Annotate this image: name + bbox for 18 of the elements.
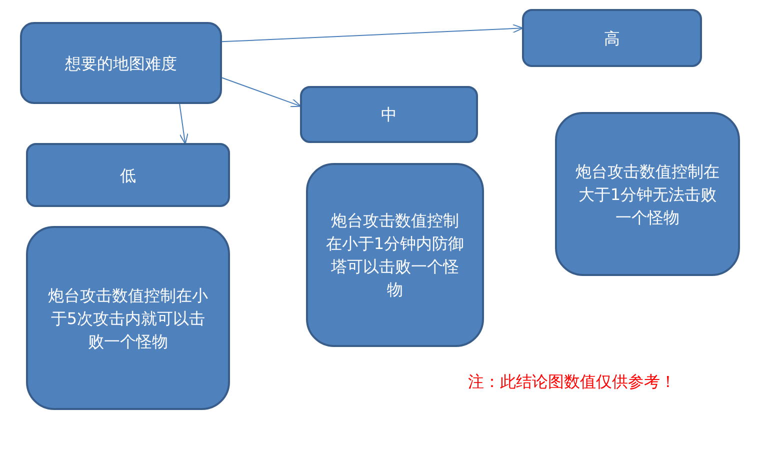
node-text: 炮台攻击数值控制在大于1分钟无法击败一个怪物 bbox=[575, 160, 720, 228]
process-box bbox=[306, 163, 484, 347]
node-text: 低 bbox=[120, 164, 136, 186]
process-box bbox=[555, 112, 740, 276]
process-box bbox=[522, 9, 702, 67]
node-text: 中 bbox=[381, 104, 397, 126]
process-box bbox=[26, 143, 230, 207]
process-box bbox=[26, 226, 230, 410]
note-text: 注：此结论图数值仅供参考！ bbox=[468, 372, 676, 393]
arrow bbox=[222, 77, 302, 108]
node-text: 想要的地图难度 bbox=[65, 52, 177, 74]
arrow bbox=[222, 24, 524, 42]
process-box bbox=[20, 22, 222, 104]
process-box bbox=[300, 86, 478, 143]
node-text: 炮台攻击数值控制在小于5次攻击内就可以击败一个怪物 bbox=[47, 284, 209, 352]
node-text: 炮台攻击数值控制在小于1分钟内防御塔可以击败一个怪物 bbox=[324, 210, 466, 301]
node-text: 高 bbox=[604, 28, 620, 50]
arrow bbox=[179, 104, 188, 144]
